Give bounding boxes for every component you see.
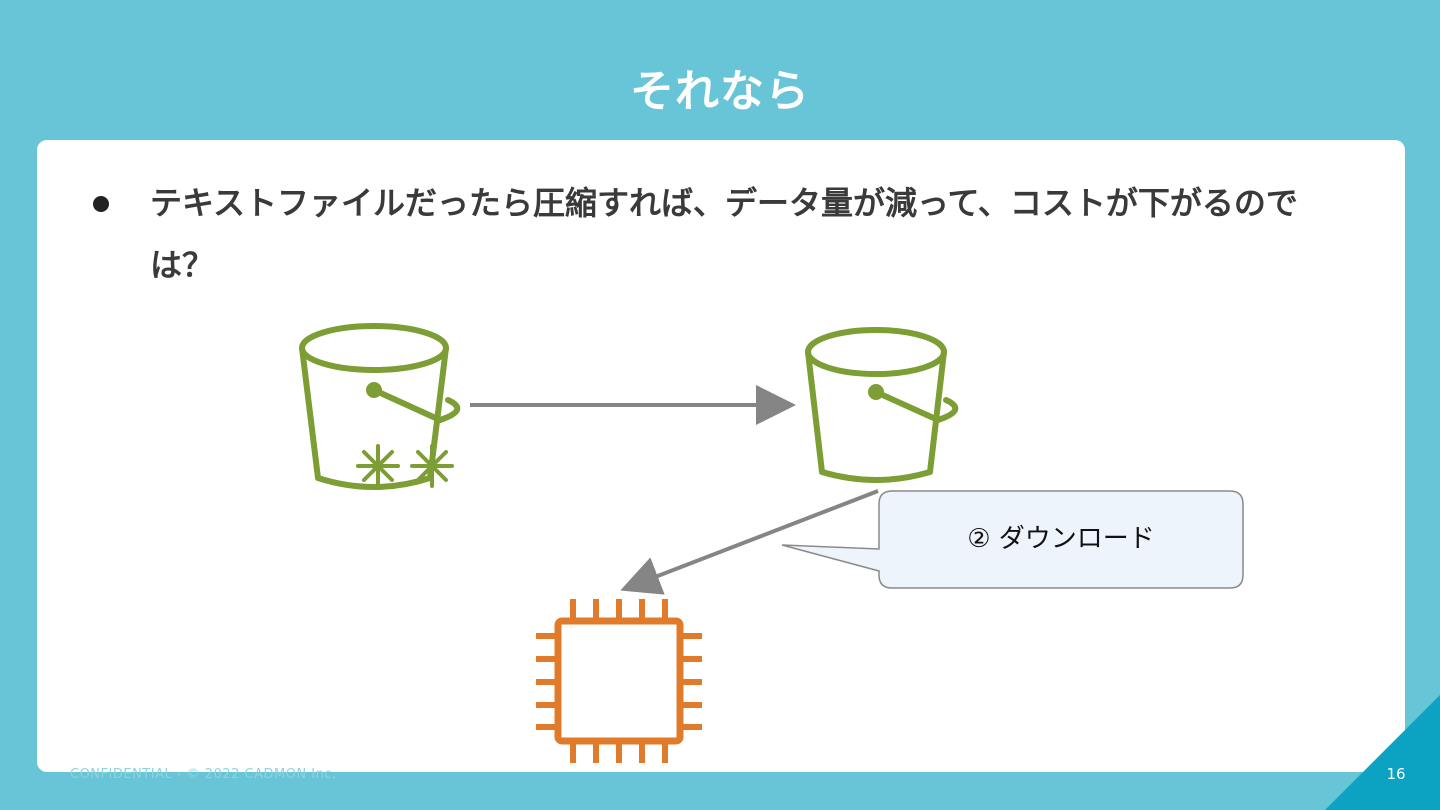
content-card — [37, 140, 1405, 772]
bullet-marker — [93, 196, 109, 212]
bullet-text: テキストファイルだったら圧縮すれば、データ量が減って、コストが下がるのでは？ — [150, 184, 1298, 284]
callout-bubble — [781, 490, 1244, 589]
slide-title: それなら — [630, 66, 810, 117]
callout-label: ② ダウンロード — [967, 524, 1155, 554]
ec2-instance-chip-icon — [536, 599, 702, 763]
snowflake-icon — [410, 444, 454, 488]
page-number: 16 — [1386, 765, 1406, 783]
snowflake-icon — [356, 444, 400, 488]
download-arrow — [620, 489, 879, 595]
s3-glacier-bucket-icon — [299, 323, 461, 490]
confidential-footer: CONFIDENTIAL - © 2022 CADMON Inc. — [70, 767, 337, 782]
s3-bucket-icon — [805, 327, 959, 483]
